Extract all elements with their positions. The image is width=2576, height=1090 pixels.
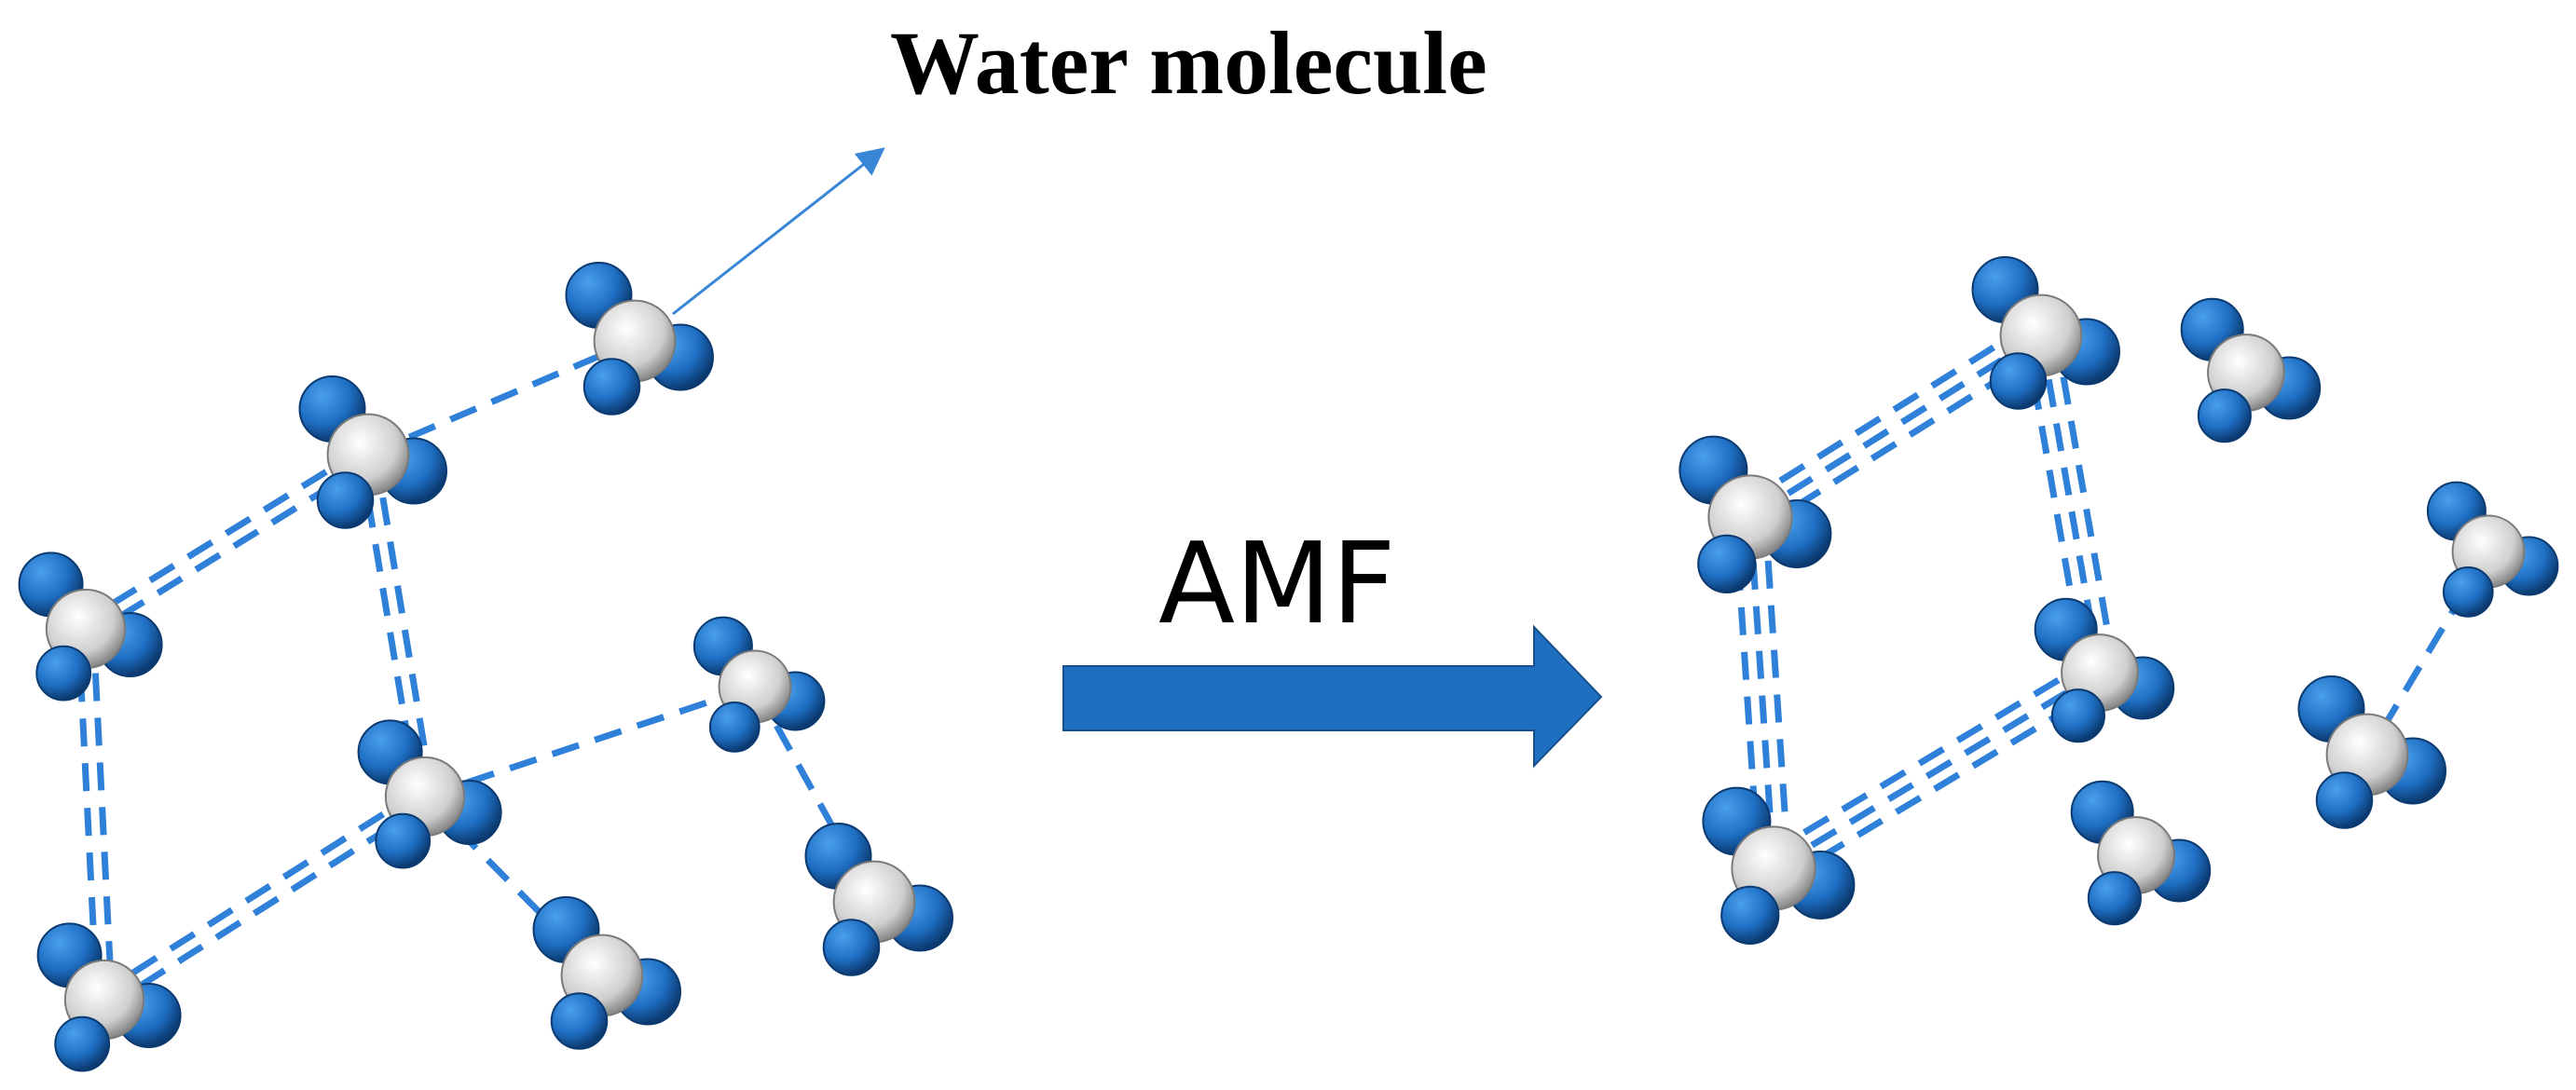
molecules-before bbox=[18, 262, 953, 1072]
hydrogen-atom bbox=[316, 471, 375, 529]
after-water-molecule bbox=[1702, 786, 1856, 946]
before-water-molecule bbox=[565, 262, 714, 416]
before-hydrogen-bond-line bbox=[423, 683, 757, 800]
before-hydrogen-bond-line bbox=[98, 787, 423, 997]
molecules-after bbox=[1679, 256, 2559, 946]
hydrogen-atom bbox=[2050, 688, 2105, 743]
after-hydrogen-bond-line bbox=[1747, 516, 1777, 869]
before-hydrogen-bond-line bbox=[79, 445, 366, 626]
after-water-molecule bbox=[2180, 297, 2322, 443]
after-hydrogen-bond-line bbox=[1748, 333, 2043, 520]
after-hydrogen-bond-line bbox=[1772, 669, 2102, 872]
after-hydrogen-bond-line bbox=[1740, 320, 2035, 508]
hydrogen-atom bbox=[35, 645, 92, 702]
before-hydrogen-bond-line bbox=[366, 337, 637, 458]
after-hydrogen-bond-line bbox=[1763, 657, 2094, 859]
after-water-molecule bbox=[2034, 597, 2175, 743]
before-hydrogen-bond-line bbox=[89, 628, 116, 1000]
after-water-molecule bbox=[2070, 780, 2212, 926]
before-water-molecule bbox=[692, 616, 826, 753]
amf-label: AMF bbox=[1158, 520, 1396, 649]
after-water-molecule bbox=[2297, 675, 2446, 829]
before-water-molecule bbox=[36, 922, 182, 1072]
hydrogen-atom bbox=[550, 992, 609, 1050]
hydrogen-atom bbox=[2315, 771, 2374, 829]
hydrogen-atom bbox=[375, 812, 432, 869]
after-hydrogen-bond-line bbox=[2052, 332, 2118, 671]
before-water-molecule bbox=[804, 823, 953, 976]
hydrogen-atom bbox=[2087, 871, 2142, 926]
hydrogen-atom bbox=[1697, 534, 1757, 594]
water-molecule-label: Water molecule bbox=[890, 13, 1487, 113]
hydrogen-atom bbox=[822, 919, 881, 976]
before-hydrogen-bond-line bbox=[372, 453, 436, 797]
after-water-molecule bbox=[1679, 435, 1832, 594]
hydrogen-atom bbox=[2442, 566, 2494, 618]
hydrogen-atom bbox=[54, 1015, 111, 1072]
hydrogen-atom bbox=[582, 358, 641, 416]
amf-process-arrow bbox=[1062, 624, 1603, 769]
hydrogen-atom bbox=[708, 702, 760, 753]
before-water-molecule bbox=[298, 375, 447, 529]
before-water-molecule bbox=[532, 896, 681, 1050]
after-water-molecule bbox=[1971, 256, 2120, 410]
hydrogen-atom bbox=[2197, 388, 2252, 443]
before-water-molecule bbox=[18, 552, 163, 702]
hydrogen-atom bbox=[1989, 352, 2048, 410]
after-hydrogen-bond-line bbox=[1761, 515, 1792, 868]
before-water-molecule bbox=[357, 719, 502, 869]
water-molecule-pointer-arrow bbox=[672, 147, 885, 316]
hydrogen-atom bbox=[1720, 885, 1780, 946]
after-water-molecule bbox=[2426, 481, 2559, 618]
